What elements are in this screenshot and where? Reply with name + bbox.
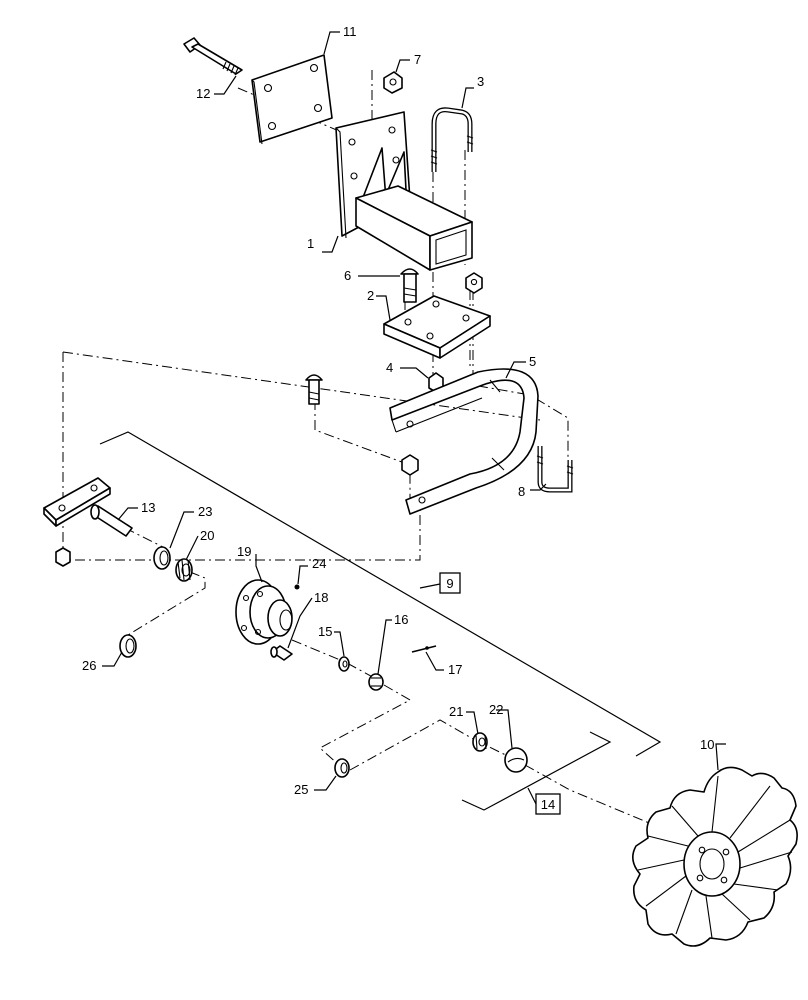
callout-12: 12 (196, 86, 210, 101)
callout-21: 21 (449, 704, 463, 719)
callout-1: 1 (307, 236, 314, 251)
callout-13: 13 (141, 500, 155, 515)
part-7-nut-right (465, 272, 483, 294)
part-26-cup (119, 634, 137, 658)
part-13-spindle (43, 477, 133, 537)
callout-22: 22 (489, 702, 503, 717)
part-19-hub (235, 579, 293, 645)
callout-26: 26 (82, 658, 96, 673)
callout-18: 18 (314, 590, 328, 605)
part-11-plate (251, 54, 333, 145)
part-5-spring-arm (389, 368, 539, 515)
callout-5: 5 (529, 354, 536, 369)
callout-20: 20 (200, 528, 214, 543)
boxed-reference-9: 9 (439, 572, 461, 594)
part-10-disc-blade (632, 766, 798, 947)
callout-2: 2 (367, 288, 374, 303)
spindle-nut (55, 547, 71, 567)
part-20-bearing (175, 558, 193, 582)
part-18-hub-bolt (270, 645, 293, 661)
callout-4: 4 (386, 360, 393, 375)
part-2-mount-plate (383, 295, 491, 359)
callout-24: 24 (312, 556, 326, 571)
part-24-grease-fitting (294, 584, 300, 590)
part-6-carriage-bolt (400, 268, 419, 303)
leader-lines (102, 31, 726, 791)
callout-25: 25 (294, 782, 308, 797)
callout-23: 23 (198, 504, 212, 519)
callout-16: 16 (394, 612, 408, 627)
callout-7: 7 (414, 52, 421, 67)
part-8-l-bolt (536, 446, 574, 493)
part-22-dust-cap (504, 747, 528, 773)
part-23-seal (153, 546, 171, 570)
part-21-bearing (472, 732, 488, 752)
callout-labels: 1 2 3 4 5 6 7 8 10 11 12 13 15 16 17 18 … (82, 24, 714, 797)
part-6-bolt-lower (305, 374, 323, 405)
callout-11: 11 (343, 24, 357, 39)
boxed-reference-14: 14 (535, 793, 561, 815)
callout-6: 6 (344, 268, 351, 283)
part-25-cup (334, 758, 350, 778)
part-7-nut (383, 71, 403, 94)
boxed-label-14: 14 (541, 797, 555, 812)
callout-17: 17 (448, 662, 462, 677)
reference-brackets (99, 431, 662, 811)
part-3-u-bolt (430, 107, 474, 172)
part-16-castle-nut (368, 673, 384, 691)
part-1-mount-bracket (335, 111, 473, 271)
callout-10: 10 (700, 737, 714, 752)
part-12-bolt (183, 37, 243, 76)
part-4-nut-lower (401, 454, 419, 476)
callout-3: 3 (477, 74, 484, 89)
part-17-cotter-pin (411, 645, 437, 653)
callout-8: 8 (518, 484, 525, 499)
callout-15: 15 (318, 624, 332, 639)
callout-19: 19 (237, 544, 251, 559)
part-15-washer (338, 656, 350, 672)
boxed-label-9: 9 (446, 576, 453, 591)
